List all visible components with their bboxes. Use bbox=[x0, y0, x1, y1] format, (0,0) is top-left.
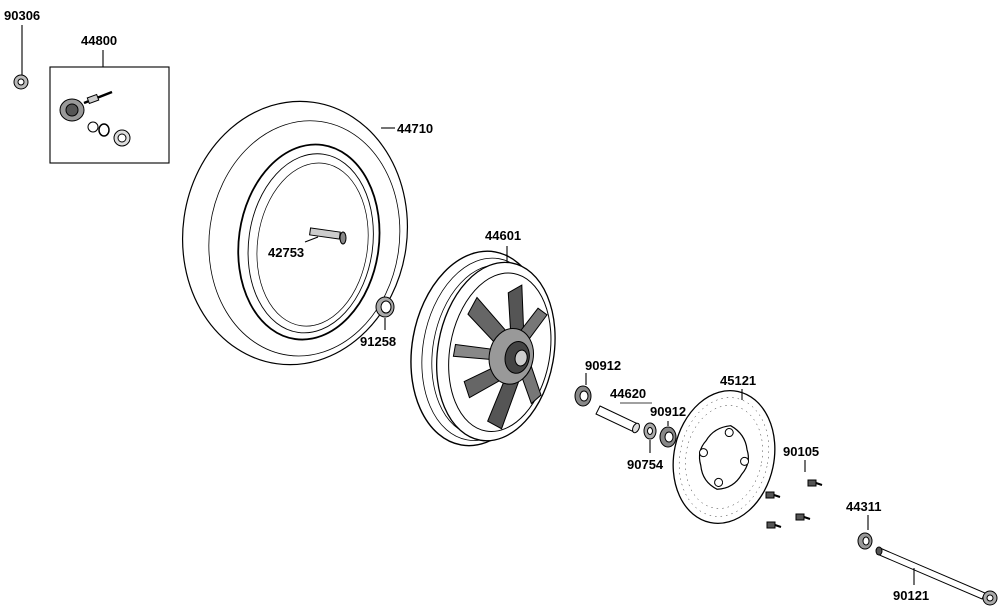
label-90912-a: 90912 bbox=[585, 358, 621, 373]
part-42753-valve[interactable] bbox=[309, 227, 347, 245]
part-90121-axle[interactable] bbox=[875, 546, 998, 606]
part-90105-disc-bolts[interactable] bbox=[765, 460, 823, 529]
label-90754: 90754 bbox=[627, 457, 664, 472]
part-91258-oil-seal[interactable] bbox=[375, 296, 395, 330]
part-44601-wheel-rim[interactable] bbox=[396, 240, 570, 458]
part-90912-bearing-right[interactable] bbox=[659, 421, 677, 448]
label-45121: 45121 bbox=[720, 373, 756, 388]
label-90306: 90306 bbox=[4, 8, 40, 23]
label-44710: 44710 bbox=[397, 121, 433, 136]
label-42753: 42753 bbox=[268, 245, 304, 260]
part-44800-speedo-gear-kit[interactable] bbox=[49, 50, 170, 164]
label-91258: 91258 bbox=[360, 334, 396, 349]
label-44311: 44311 bbox=[846, 499, 881, 514]
label-44800: 44800 bbox=[81, 33, 117, 48]
label-44620: 44620 bbox=[610, 386, 646, 401]
label-90912-b: 90912 bbox=[650, 404, 686, 419]
part-90912-bearing-left[interactable] bbox=[574, 373, 592, 407]
part-44311-collar[interactable] bbox=[857, 515, 873, 550]
part-44620-spacer-collar[interactable] bbox=[595, 402, 652, 434]
part-44710-tire[interactable] bbox=[166, 87, 425, 380]
label-90105: 90105 bbox=[783, 444, 819, 459]
part-45121-brake-disc[interactable] bbox=[661, 381, 787, 533]
leader-42753 bbox=[304, 236, 319, 243]
label-44601: 44601 bbox=[485, 228, 521, 243]
label-90121: 90121 bbox=[893, 588, 929, 603]
part-90306-nut[interactable] bbox=[13, 25, 29, 90]
part-90754-washer[interactable] bbox=[643, 422, 657, 453]
